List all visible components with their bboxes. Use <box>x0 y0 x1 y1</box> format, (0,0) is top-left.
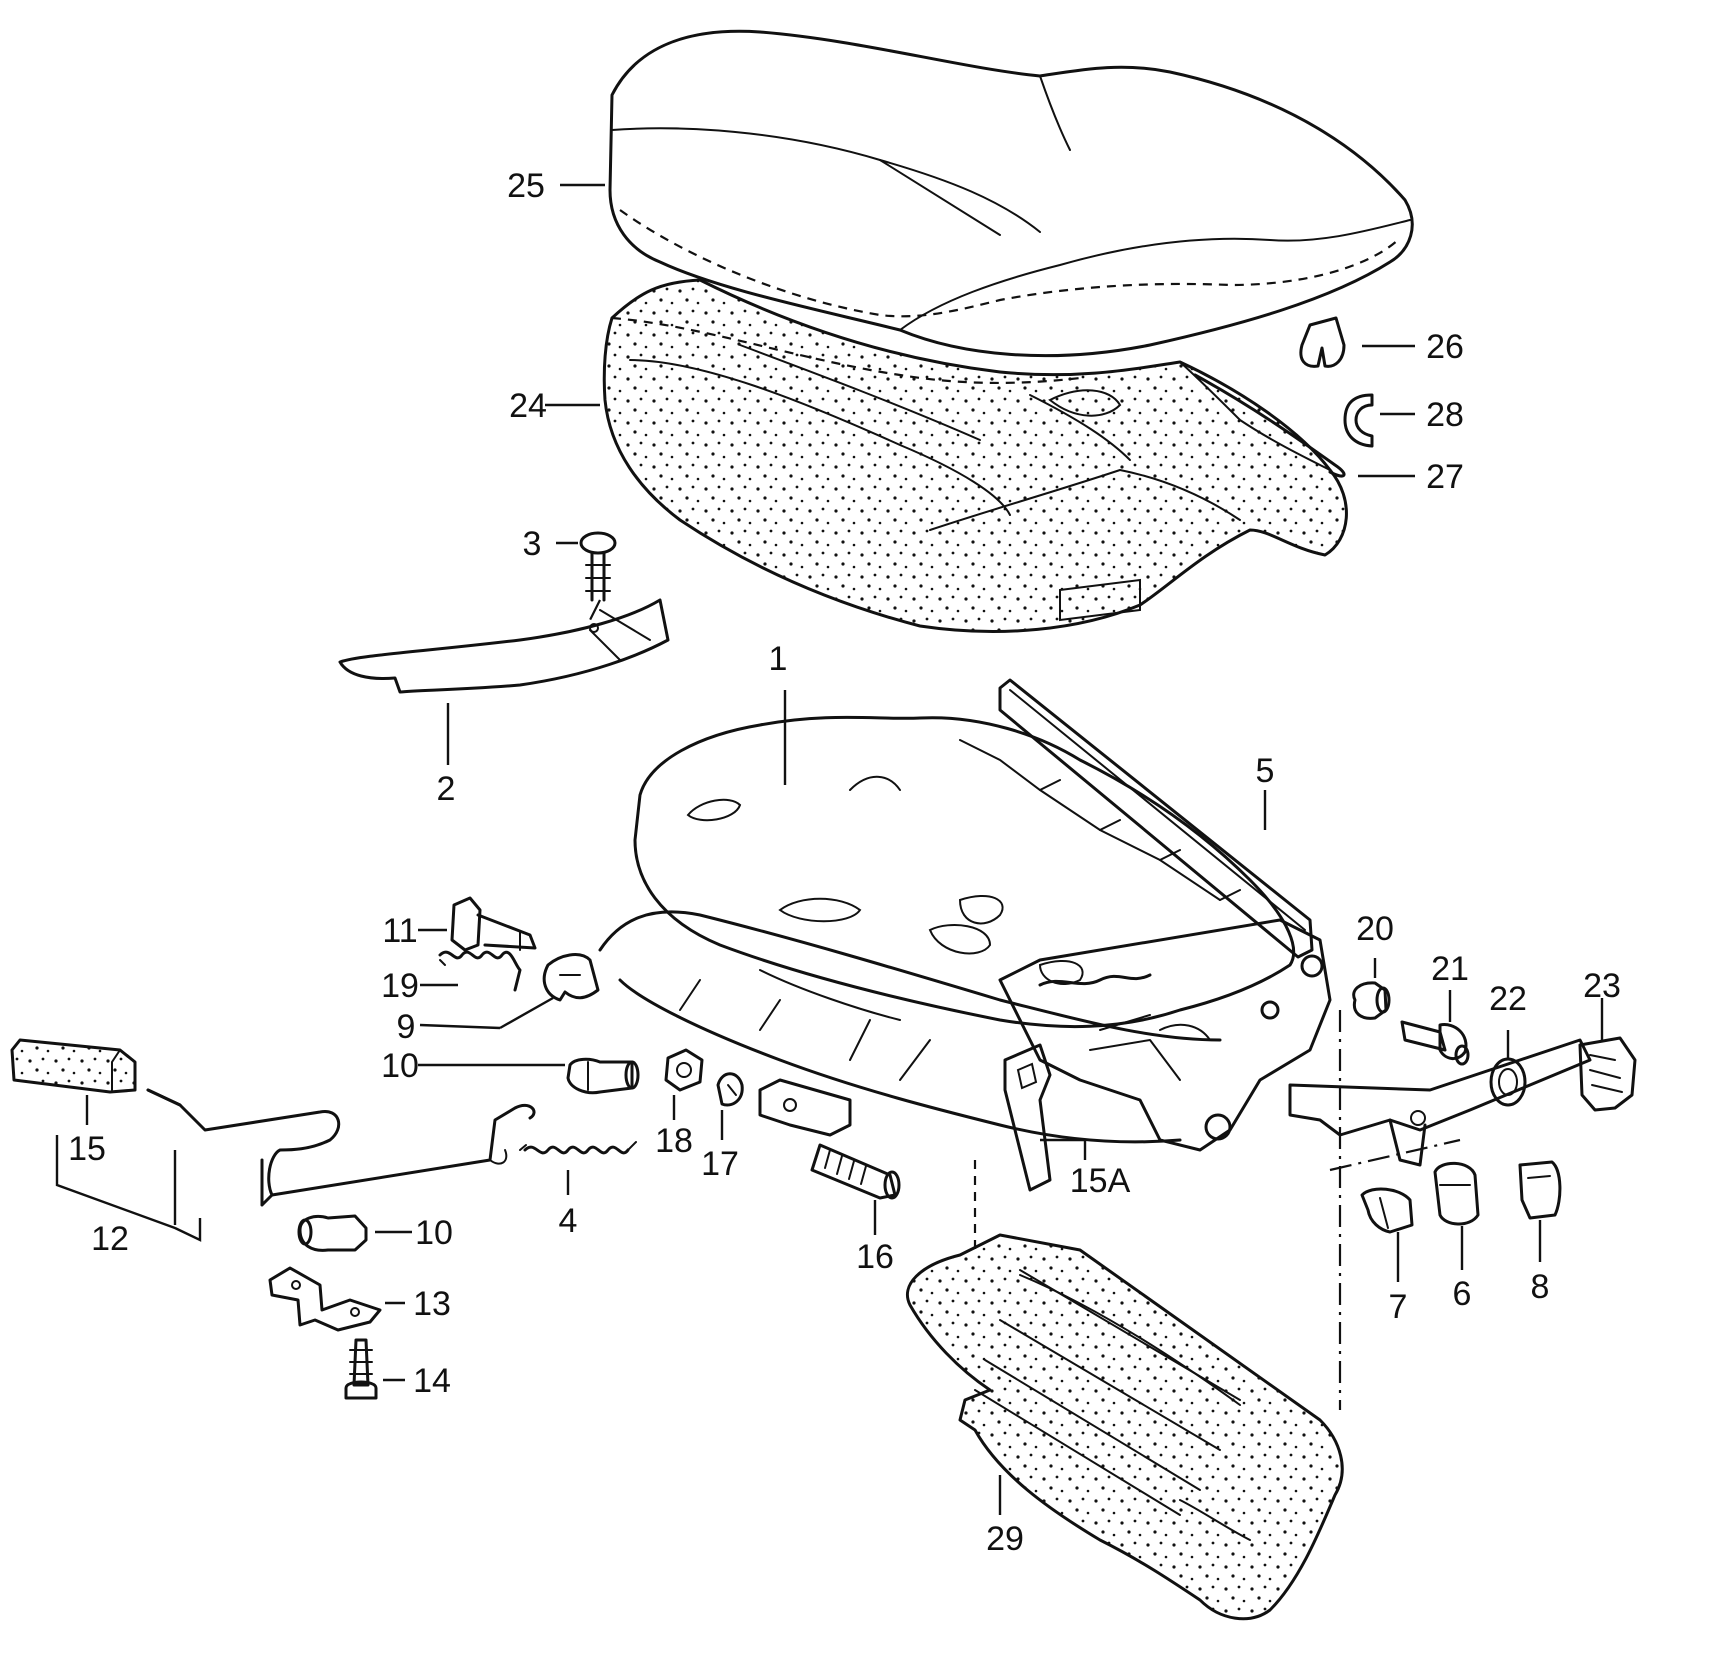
callout-6: 6 <box>1453 1275 1472 1313</box>
under-tray-29-part[interactable] <box>906 1233 1344 1621</box>
mounting-bracket-part[interactable] <box>758 1078 852 1137</box>
callout-22: 22 <box>1489 980 1527 1018</box>
clip-26-part[interactable] <box>1299 316 1346 368</box>
spring-4-part[interactable] <box>519 1141 637 1155</box>
push-rivet-3-part[interactable] <box>579 531 617 602</box>
callout-10-upper: 10 <box>381 1047 419 1085</box>
callout-15A: 15A <box>1070 1162 1131 1200</box>
callout-29: 29 <box>986 1520 1024 1558</box>
callout-14: 14 <box>413 1362 451 1400</box>
clip-bracket-13-part[interactable] <box>268 1266 382 1332</box>
callout-17: 17 <box>701 1145 739 1183</box>
bracket-bolt-11-part[interactable] <box>450 896 537 952</box>
callout-13: 13 <box>413 1285 451 1323</box>
callout-21: 21 <box>1431 950 1469 988</box>
callout-4: 4 <box>559 1202 578 1240</box>
bolt-16-part[interactable] <box>810 1143 901 1200</box>
nut-18-part[interactable] <box>664 1048 704 1092</box>
callout-16: 16 <box>856 1238 894 1276</box>
bolt-21-part[interactable] <box>1400 1020 1470 1066</box>
adjuster-mechanism-part[interactable] <box>998 918 1332 1152</box>
callout-25: 25 <box>507 167 545 205</box>
lever-15A-part[interactable] <box>1003 1043 1052 1192</box>
cover-8-part[interactable] <box>1518 1160 1562 1220</box>
callout-23: 23 <box>1583 967 1621 1005</box>
callout-12: 12 <box>91 1220 129 1258</box>
pad-15-part[interactable] <box>10 1038 137 1094</box>
right-rail-part[interactable] <box>1288 1038 1592 1167</box>
callout-19: 19 <box>381 967 419 1005</box>
callout-27: 27 <box>1426 458 1464 496</box>
callout-15: 15 <box>68 1130 106 1168</box>
cover-23-part[interactable] <box>1578 1036 1637 1112</box>
callout-26: 26 <box>1426 328 1464 366</box>
callout-11: 11 <box>382 912 417 950</box>
callout-7: 7 <box>1389 1288 1408 1326</box>
wire-27-part[interactable] <box>1193 373 1346 478</box>
assembly-line <box>589 599 601 621</box>
callout-3: 3 <box>523 525 542 563</box>
callout-1: 1 <box>769 640 788 678</box>
screw-14-part[interactable] <box>344 1338 378 1400</box>
callout-leader <box>499 996 554 1030</box>
callout-bracket <box>55 1135 202 1242</box>
callout-18: 18 <box>655 1122 693 1160</box>
callout-20: 20 <box>1356 910 1394 948</box>
cap-6-part[interactable] <box>1433 1161 1480 1226</box>
rear-rail-5-part[interactable] <box>959 678 1314 959</box>
callout-9: 9 <box>397 1008 416 1046</box>
callout-2: 2 <box>437 770 456 808</box>
seat-foam-part[interactable] <box>602 278 1348 633</box>
callout-5: 5 <box>1256 752 1275 790</box>
clip-28-part[interactable] <box>1343 393 1374 448</box>
bushing-10-upper-part[interactable] <box>566 1057 640 1095</box>
spring-19-part[interactable] <box>438 950 522 992</box>
callout-8: 8 <box>1531 1268 1550 1306</box>
bushing-10-lower-part[interactable] <box>297 1214 368 1252</box>
guide-9-part[interactable] <box>542 953 600 1002</box>
seat-cover-part[interactable] <box>608 29 1414 358</box>
callout-10-lower: 10 <box>415 1214 453 1252</box>
washer-17-part[interactable] <box>716 1072 744 1107</box>
linkage-rod-12-part[interactable] <box>146 1088 536 1207</box>
bushing-20-part[interactable] <box>1352 981 1391 1020</box>
callout-28: 28 <box>1426 396 1464 434</box>
callout-24: 24 <box>509 387 547 425</box>
seat-frame-part[interactable] <box>598 715 1296 1144</box>
clip-7-part[interactable] <box>1360 1187 1414 1234</box>
side-trim-2-part[interactable] <box>338 598 670 694</box>
callout-leader <box>419 1023 501 1030</box>
